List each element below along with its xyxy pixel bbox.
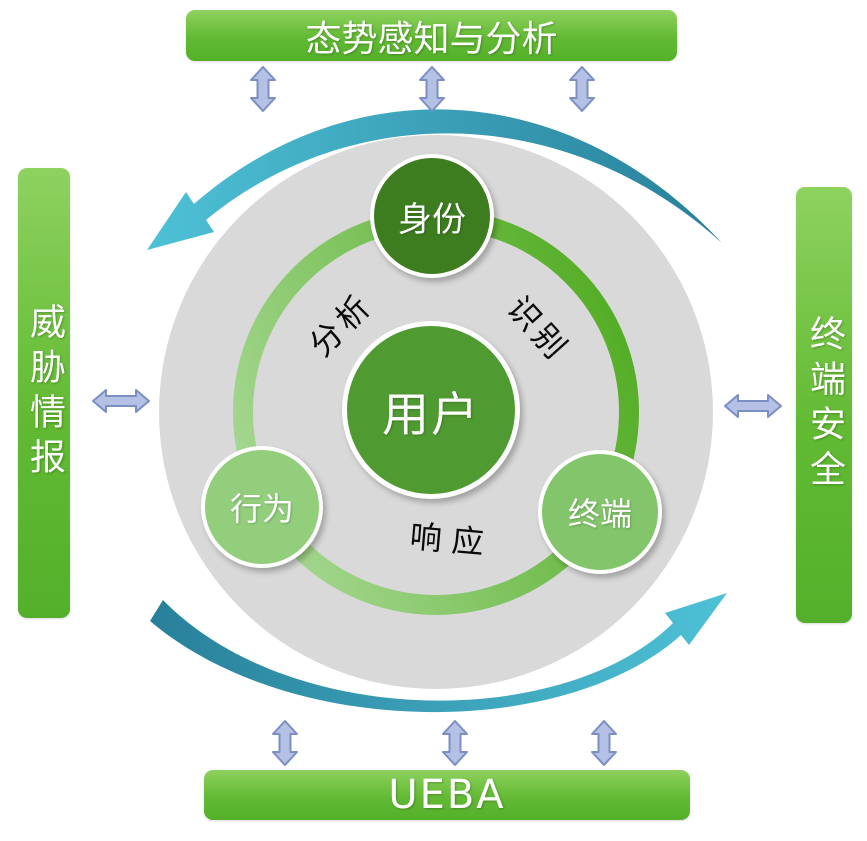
ring-label-respond: 响应 [408,517,496,563]
node-user-label: 用户 [382,387,480,443]
node-terminal-label: 终端 [567,495,632,533]
bar-ueba-label: UEBA [388,772,506,818]
cycle-arrow-bottom-icon [150,593,727,713]
bar-endpoint-security: 终端安全 [796,187,852,623]
double-arrow-bottom-center-icon [442,720,468,766]
bar-ueba: UEBA [204,770,690,820]
node-identity-label: 身份 [398,199,466,240]
node-user: 用户 [342,321,520,499]
double-arrow-top-left-icon [250,66,276,112]
bar-threat-intelligence-label: 威胁情报 [24,303,65,483]
double-arrow-bottom-left-icon [272,720,298,766]
double-arrow-top-right-icon [569,66,595,112]
cycle-arrow-top-icon [147,109,722,250]
bar-situational-awareness: 态势感知与分析 [186,10,677,61]
double-arrow-bottom-right-icon [591,720,617,766]
bar-situational-awareness-label: 态势感知与分析 [305,18,558,60]
bar-endpoint-security-label: 终端安全 [804,315,845,495]
bar-threat-intelligence: 威胁情报 [18,168,70,618]
double-arrow-left-icon [92,389,150,413]
double-arrow-right-icon [724,394,782,418]
node-behavior: 行为 [201,446,323,568]
node-identity: 身份 [370,154,494,278]
node-behavior-label: 行为 [229,490,294,528]
double-arrow-top-center-icon [419,66,445,112]
node-terminal: 终端 [538,450,662,574]
